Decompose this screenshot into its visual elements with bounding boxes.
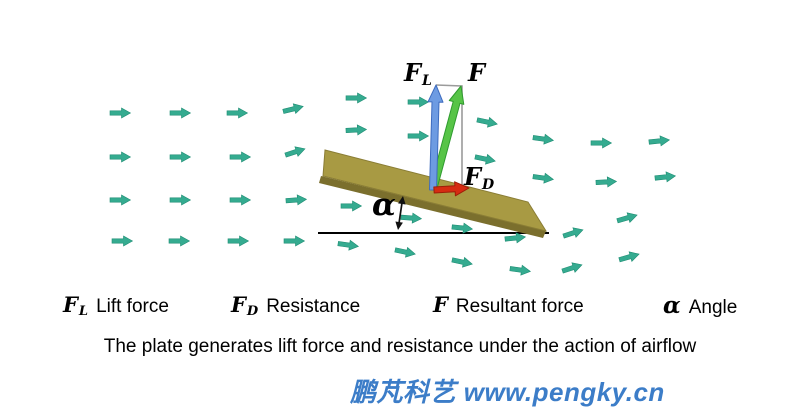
airflow-arrow-icon [617,248,641,265]
airflow-arrow-icon [227,235,249,247]
airflow-arrow-icon [345,92,367,104]
airflow-arrow-icon [509,263,532,277]
legend-item-resistance: FD Resistance [231,292,360,319]
resultant-symbol: F [468,58,486,87]
airflow-arrow-icon [532,132,555,146]
airflow-arrow-icon [648,134,671,148]
legend-drag-symbol: F [231,292,246,317]
drag-force-vector [433,181,470,197]
legend-resultant-symbol: F [433,292,448,317]
airflow-arrow-icon [561,224,585,242]
airflow-arrow-icon [407,96,429,108]
legend-lift-symbol: F [63,292,78,317]
airflow-arrow-icon [229,151,251,163]
airflow-arrow-icon [109,151,131,163]
lift-symbol: F [404,58,422,87]
legend-drag-subscript: D [246,304,259,319]
caption: The plate generates lift force and resis… [103,336,697,357]
resultant-force-vector-label: F [468,61,485,85]
airflow-arrow-icon [590,137,612,149]
airflow-arrow-icon [111,235,133,247]
legend-item-resultant: F Resultant force [433,292,584,318]
airflow-arrow-icon [109,107,131,119]
airflow-arrow-icon [393,244,417,260]
airflow-arrow-icon [450,254,474,270]
legend-angle-text: Angle [688,297,738,318]
drag-symbol: F [464,162,482,191]
drag-force-vector-label: FD [464,162,495,193]
airflow-arrow-icon [532,171,555,185]
legend-resultant-text: Resultant force [455,296,584,317]
airflow-arrow-icon [400,212,423,225]
airflow-arrow-icon [595,176,618,188]
airflow-arrow-icon [283,143,307,161]
angle-arc-arrow [395,196,406,230]
airflow-arrow-icon [407,130,429,142]
lift-force-vector-label: FL [404,58,432,89]
airflow-arrow-icon [285,193,308,206]
legend-lift-subscript: L [78,304,89,319]
legend-angle-symbol: α [663,292,681,319]
watermark: 鹏芃科艺 www.pengky.cn [350,377,665,407]
airflow-arrow-icon [226,107,248,119]
airflow-arrow-icon [654,170,677,184]
plate-front-edge [319,176,546,238]
airflow-arrow-icon [229,194,251,206]
airflow-arrow-icon [168,235,190,247]
airflow-arrow-icon [283,235,305,247]
airflow-arrow-icon [615,209,639,226]
airflow-arrow-icon [109,194,131,206]
airflow-arrow-icon [169,151,191,163]
airflow-arrow-icon [169,107,191,119]
force-vectors [427,84,470,197]
lift-force-vector [427,84,444,191]
angle-alpha-label: α [372,187,396,223]
lift-subscript: L [422,73,432,89]
airflow-arrow-icon [345,124,368,136]
legend-item-angle: α Angle [663,292,737,319]
airflow-arrow-icon [281,101,305,117]
airflow-arrow-icon [475,114,499,130]
drag-subscript: D [482,177,495,193]
airflow-arrow-icon [560,259,584,277]
airflow-arrow-icon [169,194,191,206]
legend-lift-text: Lift force [96,296,169,317]
legend-item-lift: FL Lift force [63,292,169,319]
force-parallelogram-lines [435,84,463,188]
airflow-arrow-icon [340,200,362,212]
airflow-arrow-icon [337,238,360,252]
legend-drag-text: Resistance [266,296,361,317]
